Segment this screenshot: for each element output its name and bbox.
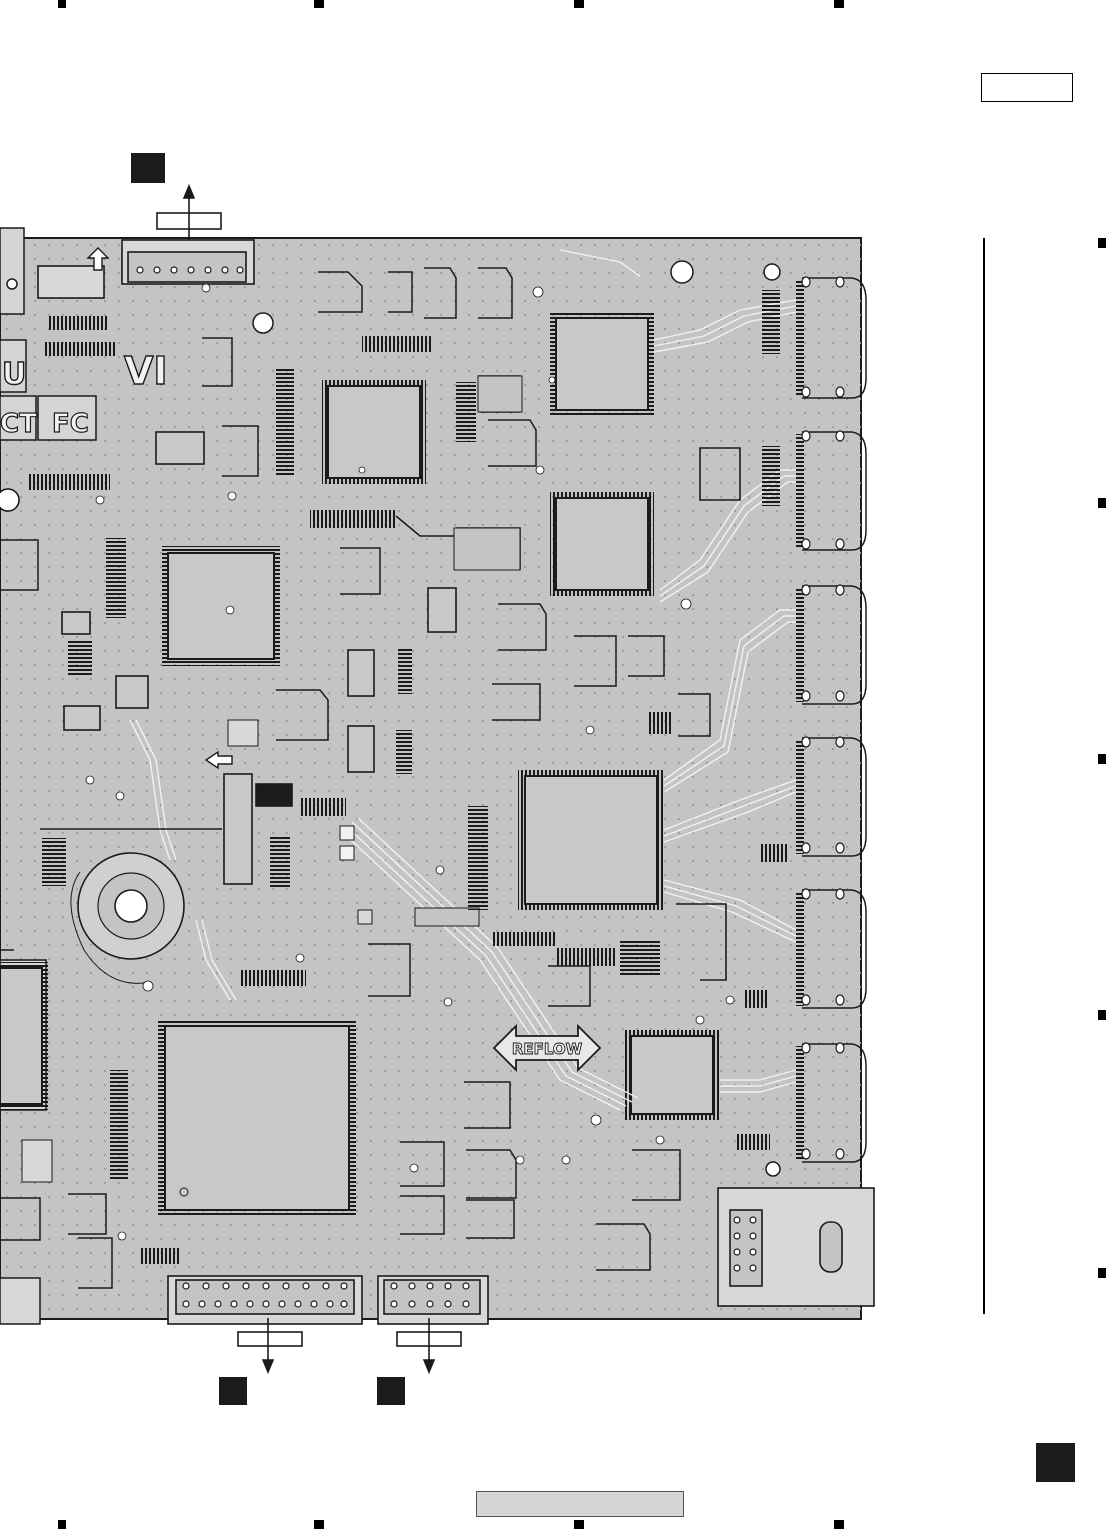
silk-vi: VI bbox=[124, 349, 168, 393]
silk-fc: FC bbox=[52, 409, 89, 439]
pcb-board bbox=[0, 238, 861, 1319]
silk-ct: CT bbox=[0, 409, 37, 439]
reflow-label: REFLOW bbox=[512, 1040, 583, 1058]
silk-u: U bbox=[2, 357, 26, 392]
